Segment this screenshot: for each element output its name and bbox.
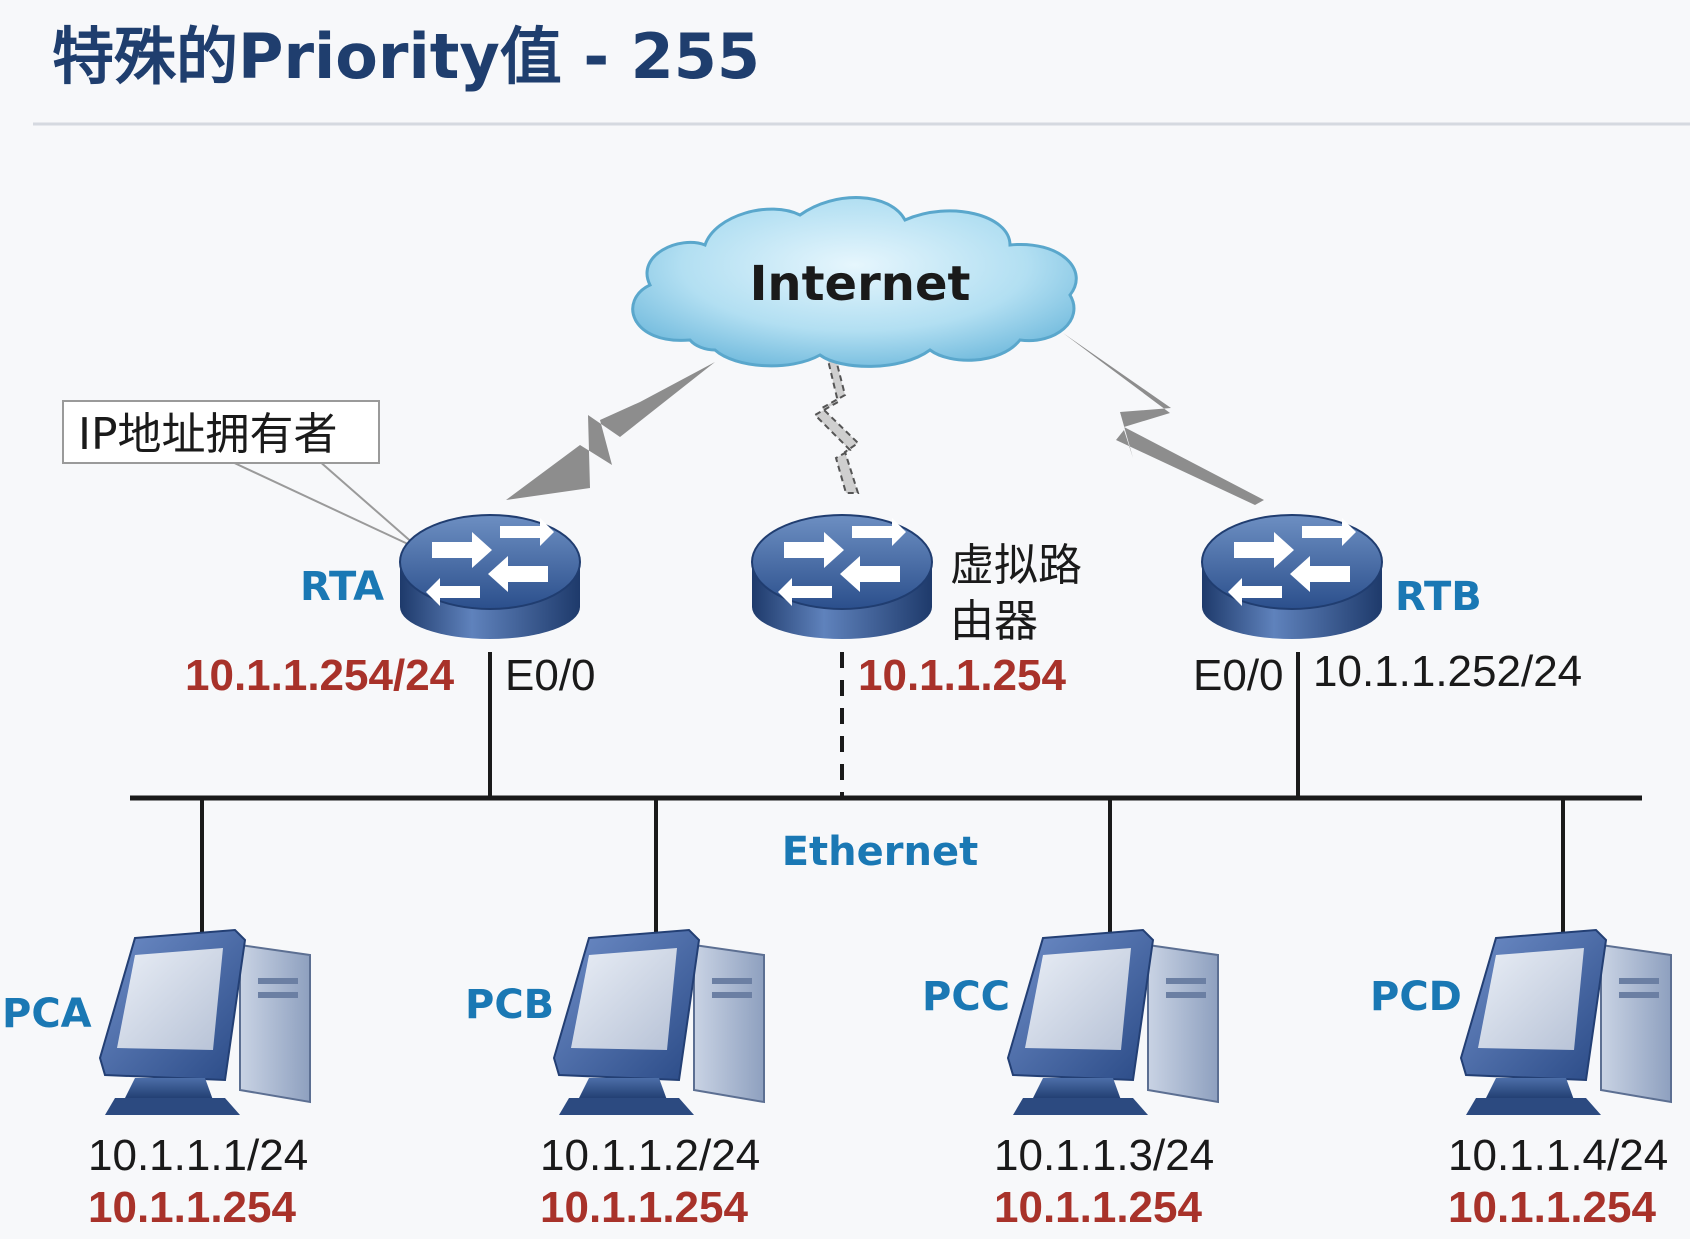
pc-a: [98, 928, 311, 1115]
virtual-router-name-2: 由器: [950, 596, 1038, 647]
computer-icon: [552, 928, 765, 1115]
pca-gateway: 10.1.1.254: [88, 1183, 296, 1232]
pc-b: [552, 928, 765, 1115]
pc-c: [1006, 928, 1219, 1115]
pca-ip: 10.1.1.1/24: [88, 1131, 308, 1180]
pc-d: [1459, 928, 1672, 1115]
rtb-interface: E0/0: [1193, 651, 1284, 700]
router-rta: [399, 514, 581, 639]
owner-callout: IP地址拥有者: [62, 400, 416, 546]
router-rtb: [1201, 514, 1383, 639]
pcd-ip: 10.1.1.4/24: [1448, 1131, 1668, 1180]
pcc-name: PCC: [922, 974, 1010, 1020]
internet-cloud: Internet: [631, 196, 1078, 368]
virtual-router-ip: 10.1.1.254: [858, 651, 1066, 700]
rtb-name: RTB: [1395, 574, 1482, 620]
owner-callout-label: IP地址拥有者: [78, 409, 338, 460]
pcc-gateway: 10.1.1.254: [994, 1183, 1202, 1232]
rta-interface: E0/0: [505, 651, 596, 700]
router-virtual: [751, 514, 933, 639]
ethernet-label: Ethernet: [782, 829, 979, 875]
computer-icon: [1459, 928, 1672, 1115]
page-title: 特殊的Priority值 - 255: [52, 20, 760, 93]
router-arrows-icon: [426, 518, 554, 606]
rta-ip: 10.1.1.254/24: [185, 651, 455, 700]
pcb-gateway: 10.1.1.254: [540, 1183, 748, 1232]
wan-link-rtb: [1063, 333, 1264, 505]
router-arrows-icon: [778, 518, 906, 606]
computer-icon: [98, 928, 311, 1115]
wan-link-rta: [506, 362, 715, 500]
computer-icon: [1006, 928, 1219, 1115]
pcd-name: PCD: [1370, 974, 1462, 1020]
pcd-gateway: 10.1.1.254: [1448, 1183, 1656, 1232]
rtb-ip: 10.1.1.252/24: [1313, 647, 1582, 696]
internet-label: Internet: [750, 256, 971, 312]
pcb-ip: 10.1.1.2/24: [540, 1131, 760, 1180]
rta-name: RTA: [300, 564, 384, 610]
pcb-name: PCB: [465, 982, 554, 1028]
pca-name: PCA: [2, 991, 92, 1037]
virtual-router-name-1: 虚拟路: [950, 540, 1082, 591]
pcc-ip: 10.1.1.3/24: [994, 1131, 1214, 1180]
wan-link-virtual: [813, 354, 860, 494]
router-arrows-icon: [1228, 518, 1356, 606]
